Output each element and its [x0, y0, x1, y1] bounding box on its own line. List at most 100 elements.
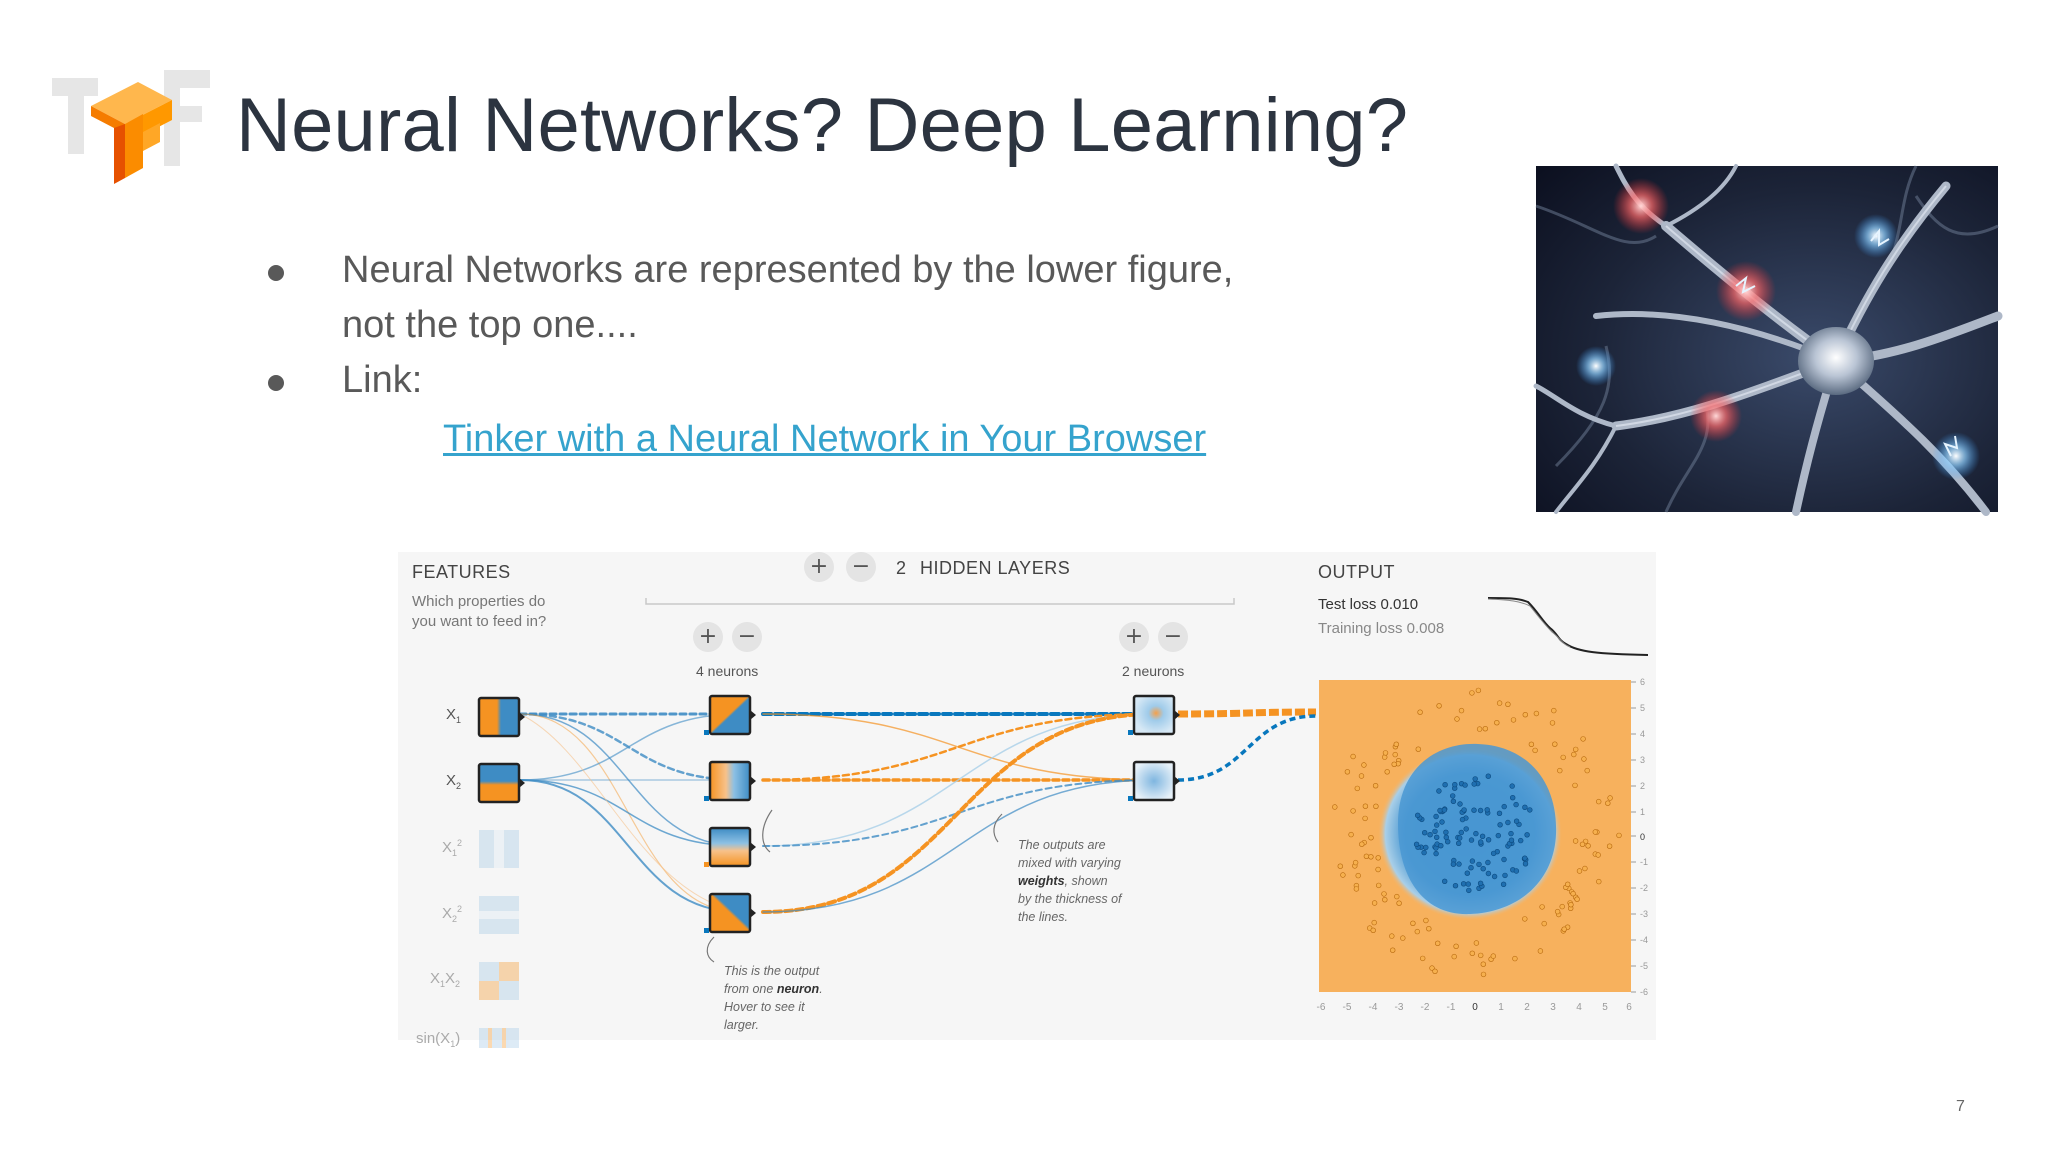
data-point: [1485, 870, 1492, 877]
data-point: [1352, 859, 1359, 866]
note-emphasis: neuron: [776, 982, 820, 996]
data-point: [1375, 882, 1382, 889]
axis-tick: -1: [1447, 1002, 1456, 1013]
data-point: [1456, 835, 1463, 841]
data-point: [1568, 902, 1574, 908]
data-point: [1476, 861, 1482, 868]
axis-tick: -2: [1640, 883, 1648, 893]
data-point: [1500, 881, 1507, 887]
data-point: [1382, 897, 1388, 903]
axis-tick: 5: [1602, 1002, 1608, 1013]
add-neuron-button[interactable]: +: [693, 622, 723, 652]
data-point: [1372, 783, 1379, 789]
data-point: [1433, 813, 1439, 820]
data-point: [1368, 854, 1374, 860]
data-point: [1477, 952, 1484, 959]
data-point: [1434, 940, 1441, 946]
data-point: [1436, 788, 1442, 794]
data-point: [1462, 782, 1468, 788]
data-point: [1505, 819, 1511, 826]
data-point: [1468, 837, 1475, 843]
data-point: [1533, 710, 1540, 717]
data-point: [1524, 832, 1530, 838]
note-text: from one: [724, 982, 774, 996]
data-point: [1457, 801, 1463, 807]
data-point: [1595, 798, 1602, 805]
data-point: [1605, 800, 1611, 806]
data-point: [1510, 717, 1517, 723]
data-point: [1423, 844, 1429, 851]
data-point: [1582, 865, 1588, 872]
weight-lines-layer1: [518, 712, 742, 913]
axis-tick: -5: [1343, 1002, 1352, 1013]
feature-label-sin-x1: sin(X1): [416, 1030, 461, 1049]
data-point: [1393, 741, 1399, 748]
data-point: [1389, 947, 1396, 953]
note-text: larger.: [724, 1018, 759, 1032]
note-emphasis: weights: [1018, 874, 1065, 888]
hidden-layer-2-neurons[interactable]: [1128, 694, 1180, 802]
data-point: [1476, 726, 1483, 732]
data-point: [1350, 753, 1356, 760]
bullet-item: Neural Networks are represented by the l…: [262, 243, 1302, 353]
data-point: [1368, 835, 1374, 841]
hidden-layer-1-neurons[interactable]: [704, 694, 756, 934]
bullet-text: Neural Networks are represented by the l…: [342, 249, 1234, 291]
data-point: [1528, 741, 1535, 748]
data-point: [1472, 776, 1478, 782]
data-point: [1471, 807, 1477, 813]
data-point: [1465, 881, 1472, 887]
data-point: [1532, 747, 1538, 754]
data-point: [1580, 736, 1586, 742]
remove-neuron-button[interactable]: −: [732, 622, 762, 652]
axis-tick: 6: [1626, 1002, 1632, 1013]
data-point: [1375, 855, 1381, 861]
data-point: [1442, 782, 1448, 788]
data-point: [1340, 872, 1346, 878]
remove-neuron-button[interactable]: −: [1158, 622, 1188, 652]
data-point: [1414, 928, 1420, 935]
data-point: [1571, 751, 1577, 758]
network-diagram: 6 5 4 3 2 1 0 -1 -2 -3 -4 -5 -6 -6 -5 -4…: [477, 597, 1649, 1048]
axis-tick: 4: [1576, 1002, 1582, 1013]
data-point: [1574, 896, 1580, 902]
data-point: [1497, 822, 1503, 828]
data-point: [1361, 762, 1367, 768]
data-point: [1458, 707, 1465, 714]
input-nodes[interactable]: [477, 696, 525, 1048]
data-point: [1572, 782, 1578, 789]
test-loss: Test loss 0.010: [1318, 596, 1418, 613]
data-point: [1394, 893, 1400, 900]
note-text: This is the output: [724, 964, 820, 978]
test-loss-label: Test loss: [1318, 596, 1377, 613]
output-heatmap: [1319, 680, 1631, 992]
axis-tick: 2: [1640, 781, 1645, 791]
data-point: [1491, 873, 1498, 880]
data-point: [1513, 868, 1520, 874]
data-point: [1469, 950, 1476, 956]
axis-tick: 1: [1640, 807, 1645, 817]
playground-link[interactable]: Tinker with a Neural Network in Your Bro…: [443, 418, 1207, 460]
data-point: [1433, 822, 1440, 828]
note-text: by the thickness of: [1018, 892, 1122, 906]
hidden-layers-label: HIDDEN LAYERS: [920, 558, 1071, 578]
data-point: [1572, 746, 1579, 753]
add-layer-button[interactable]: +: [804, 552, 834, 582]
bullet-item: Link:: [262, 353, 1302, 408]
data-point: [1513, 818, 1520, 824]
layer1-neuron-count: 4 neurons: [696, 663, 759, 679]
remove-layer-button[interactable]: −: [846, 552, 876, 582]
data-point: [1509, 783, 1515, 789]
data-point: [1455, 840, 1462, 846]
data-point: [1417, 709, 1423, 715]
data-point: [1607, 795, 1613, 801]
note-text: The outputs are: [1018, 838, 1106, 852]
add-neuron-button[interactable]: +: [1119, 622, 1149, 652]
data-point: [1477, 880, 1484, 886]
data-point: [1459, 816, 1466, 823]
data-point: [1443, 834, 1450, 840]
data-point: [1461, 807, 1467, 813]
data-point: [1443, 829, 1449, 835]
data-point: [1509, 795, 1516, 801]
data-point: [1375, 866, 1381, 873]
